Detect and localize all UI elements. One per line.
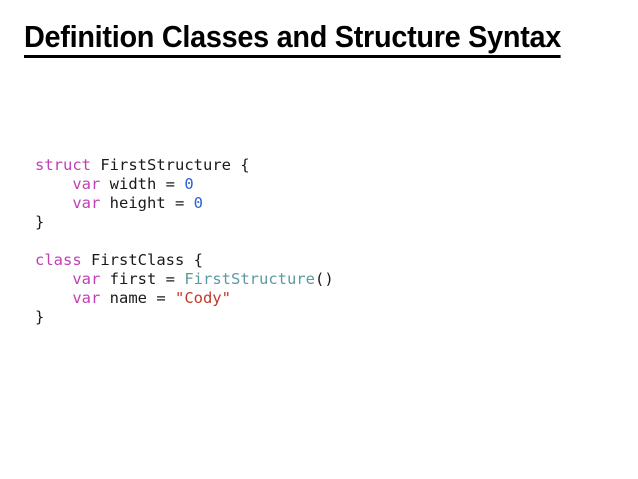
code-line: var width = 0 xyxy=(35,175,334,194)
code-token-plain: FirstStructure { xyxy=(91,156,250,174)
code-token-plain xyxy=(35,175,72,193)
code-line: } xyxy=(35,308,334,327)
code-token-string: "Cody" xyxy=(174,289,231,307)
code-token-number: 0 xyxy=(184,175,194,193)
code-line: } xyxy=(35,213,334,232)
code-token-plain: } xyxy=(35,213,45,231)
code-token-plain: first = xyxy=(100,270,185,288)
code-token-plain xyxy=(35,289,72,307)
code-token-plain: name = xyxy=(100,289,175,307)
code-token-plain: () xyxy=(314,270,334,288)
code-line: class FirstClass { xyxy=(35,251,334,270)
code-token-plain: } xyxy=(35,308,45,326)
page-title: Definition Classes and Structure Syntax xyxy=(24,20,561,58)
code-token-number: 0 xyxy=(193,194,203,212)
code-line: struct FirstStructure { xyxy=(35,156,334,175)
code-token-plain xyxy=(35,270,72,288)
code-token-keyword: struct xyxy=(35,156,91,174)
code-line: var name = "Cody" xyxy=(35,289,334,308)
code-line xyxy=(35,232,334,251)
code-token-keyword: var xyxy=(72,289,101,307)
code-token-plain: height = xyxy=(100,194,194,212)
code-token-plain xyxy=(35,194,72,212)
code-block: struct FirstStructure { var width = 0 va… xyxy=(35,156,334,327)
code-token-keyword: class xyxy=(35,251,82,269)
code-line: var height = 0 xyxy=(35,194,334,213)
code-token-keyword: var xyxy=(72,175,101,193)
code-token-plain: width = xyxy=(100,175,185,193)
code-line: var first = FirstStructure() xyxy=(35,270,334,289)
code-token-plain: FirstClass { xyxy=(81,251,203,269)
code-token-keyword: var xyxy=(72,194,101,212)
code-token-type: FirstStructure xyxy=(184,270,315,288)
code-token-keyword: var xyxy=(72,270,101,288)
